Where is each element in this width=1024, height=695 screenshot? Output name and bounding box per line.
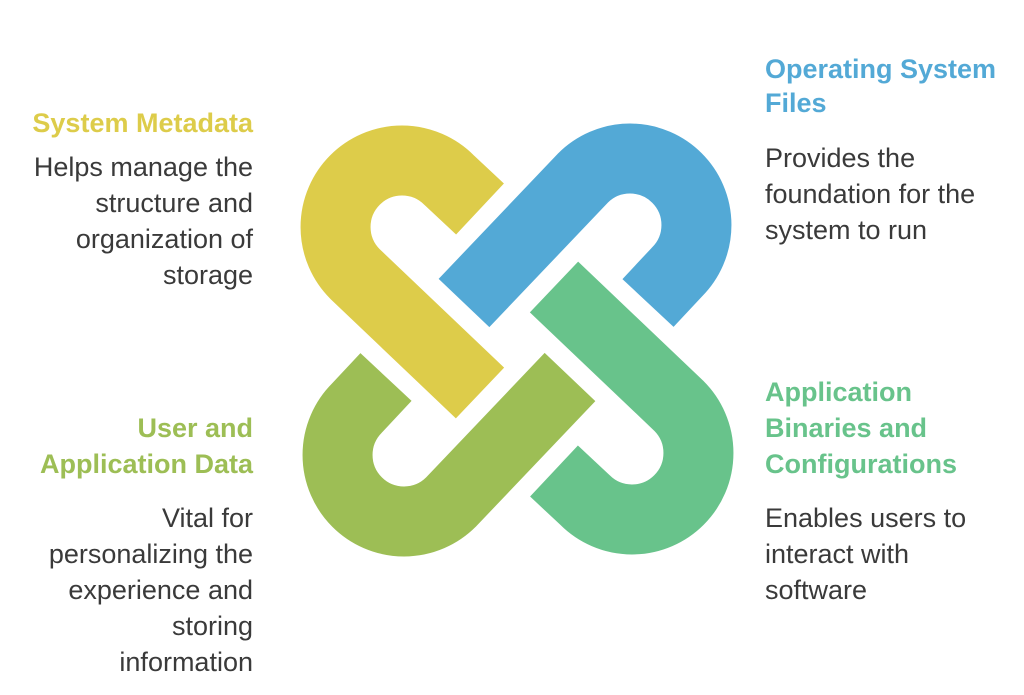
section-description: Helps manage the structure and organizat… (32, 149, 253, 293)
body-line: Vital for (161, 503, 253, 533)
title-line: Binaries and (765, 413, 928, 443)
title-line: System Metadata (32, 108, 253, 138)
section-title: Application Binaries and Configurations (765, 374, 966, 482)
section-system-metadata: System Metadata Helps manage the structu… (32, 105, 253, 293)
body-line: experience and (68, 575, 253, 605)
section-description: Provides the foundation for the system t… (765, 140, 996, 248)
title-line: Application Data (39, 449, 253, 479)
title-line: Files (765, 88, 827, 118)
body-line: Enables users to (765, 503, 967, 533)
title-line: Configurations (765, 449, 957, 479)
section-title: User and Application Data (40, 410, 253, 482)
body-line: organization of (75, 224, 253, 254)
body-line: information (119, 647, 253, 677)
body-line: interact with (765, 539, 910, 569)
body-line: foundation for the (765, 179, 976, 209)
body-line: system to run (765, 215, 928, 245)
body-line: software (765, 575, 868, 605)
body-line: Provides the (765, 143, 916, 173)
body-line: structure and (95, 188, 253, 218)
section-description: Enables users to interact with software (765, 500, 966, 608)
body-line: storing (171, 611, 253, 641)
section-title: System Metadata (32, 105, 253, 141)
section-os-files: Operating System Files Provides the foun… (765, 52, 996, 248)
section-user-data: User and Application Data Vital for pers… (40, 410, 253, 680)
body-line: Helps manage the (33, 152, 253, 182)
title-line: Application (765, 377, 912, 407)
title-line: User and (137, 413, 253, 443)
section-title: Operating System Files (765, 52, 996, 120)
body-line: personalizing the (48, 539, 253, 569)
body-line: storage (162, 260, 253, 290)
title-line: Operating System (765, 54, 997, 84)
section-description: Vital for personalizing the experience a… (40, 500, 253, 680)
section-app-binaries: Application Binaries and Configurations … (765, 374, 966, 608)
